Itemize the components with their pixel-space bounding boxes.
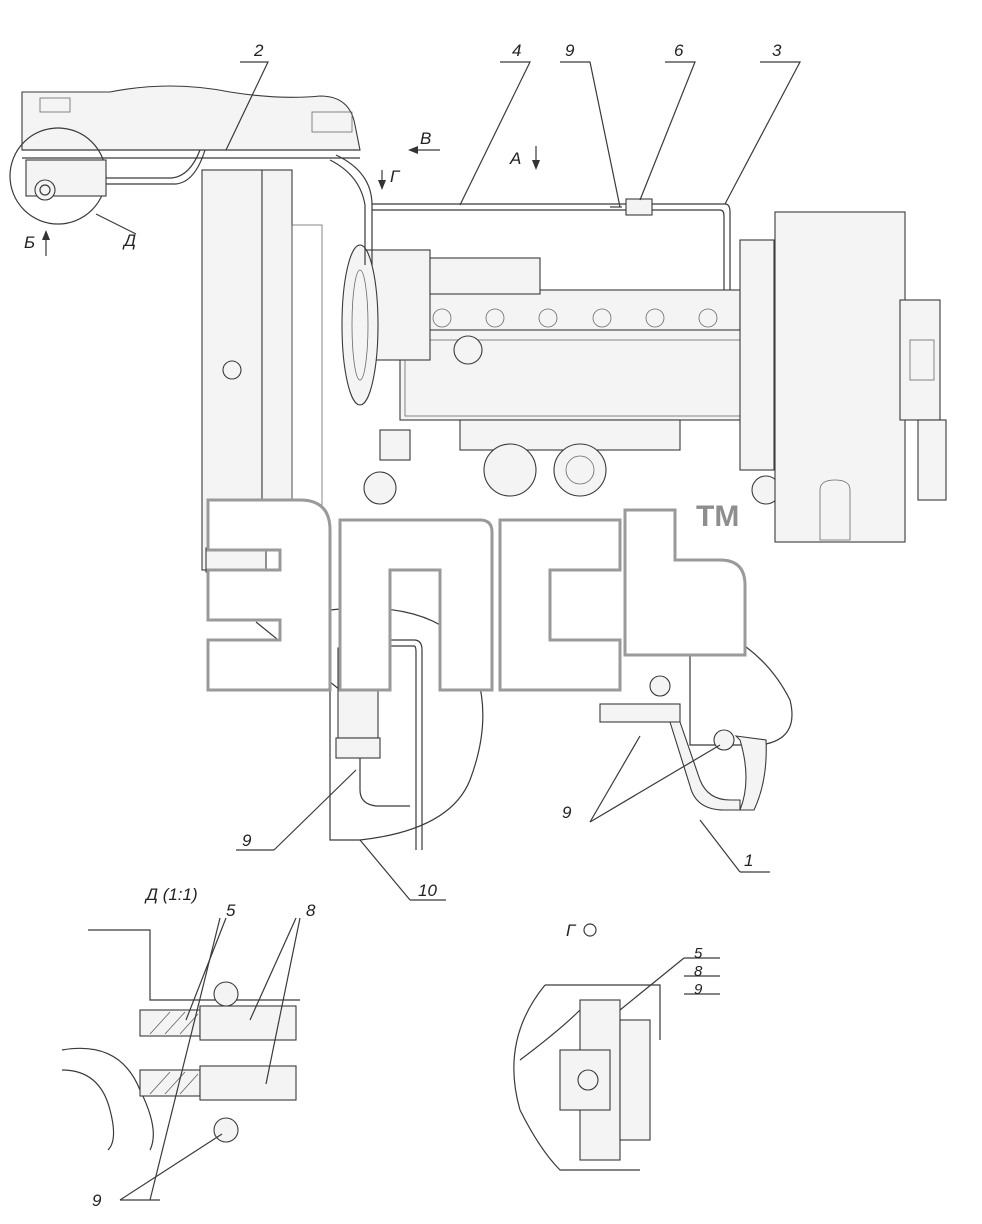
callout-9-detail: 9 [92, 1191, 102, 1210]
detail-d [61, 917, 301, 1201]
top-leaders [225, 61, 801, 208]
callout-9-top: 9 [565, 41, 575, 60]
trademark-symbol: TM [696, 500, 739, 533]
callout-5-g: 5 [694, 945, 703, 962]
arrow-a-label: А [509, 149, 521, 168]
detail-d-marker: Д [9, 127, 137, 250]
callout-2: 2 [253, 41, 264, 60]
view-v-right [589, 619, 793, 873]
callout-9-filter: 9 [242, 831, 252, 850]
arrow-b-label: Б [24, 233, 35, 252]
cab-fragment [21, 85, 361, 185]
view-arrows: В А Г [378, 129, 540, 190]
callout-10: 10 [418, 881, 437, 900]
callout-9-g: 9 [694, 981, 703, 998]
view-g [513, 957, 720, 1171]
right-unit [774, 211, 947, 543]
view-marker-circle-g [583, 923, 597, 937]
callout-1: 1 [744, 851, 753, 870]
engine [341, 239, 781, 505]
callout-8-detail: 8 [306, 901, 316, 920]
callout-9-right: 9 [562, 803, 572, 822]
view-g-title: Г [566, 921, 577, 940]
callout-4: 4 [512, 41, 521, 60]
callout-8-g: 8 [694, 963, 703, 980]
circle-d-label: Д [122, 231, 136, 250]
callout-5-detail: 5 [226, 901, 236, 920]
arrow-g-label: Г [390, 167, 401, 186]
arrow-v-label: В [420, 129, 431, 148]
detail-d-title: Д (1:1) [144, 885, 198, 904]
watermark-logo: TM [206, 498, 747, 692]
callout-6: 6 [674, 41, 684, 60]
arrow-b: Б [24, 230, 50, 256]
callout-3: 3 [772, 41, 782, 60]
